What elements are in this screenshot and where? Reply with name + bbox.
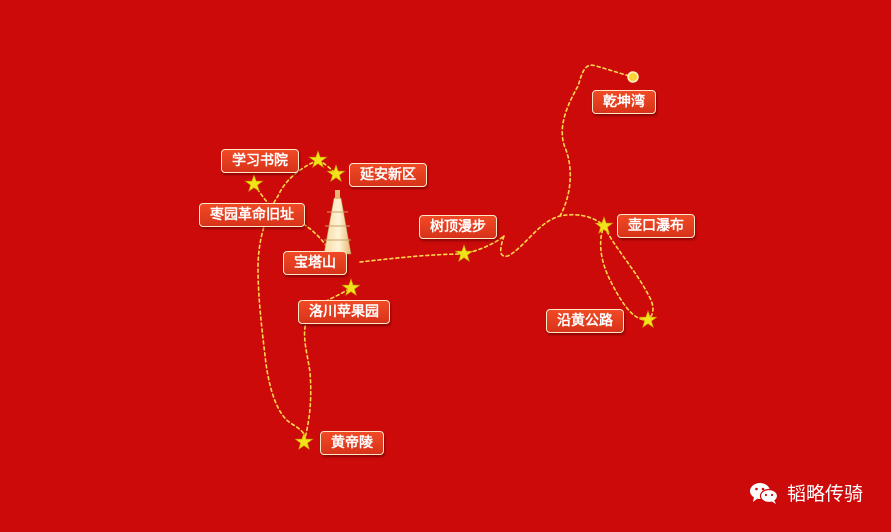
star-yanhuang xyxy=(638,310,658,329)
route-baota-shuding xyxy=(359,235,505,263)
baota-pagoda xyxy=(323,190,352,255)
label-qiankunwan: 乾坤湾 xyxy=(592,90,656,114)
route-east-loop xyxy=(599,225,654,321)
route-west-inner xyxy=(303,287,351,443)
star-hukou xyxy=(594,216,614,235)
star-luochuan xyxy=(341,278,361,297)
route-west xyxy=(257,159,319,443)
star-zaoyuan xyxy=(244,174,264,193)
label-hukou: 壶口瀑布 xyxy=(617,214,695,238)
route-shuding-hukou xyxy=(499,213,605,258)
label-baotashan: 宝塔山 xyxy=(283,251,347,275)
star-shuding xyxy=(454,244,474,263)
label-luochuan: 洛川苹果园 xyxy=(298,300,390,324)
star-huangdiling xyxy=(294,432,314,451)
label-yanhuang: 沿黄公路 xyxy=(546,309,624,333)
route-north xyxy=(559,64,634,217)
watermark: 韬略传骑 xyxy=(749,479,863,506)
watermark-text: 韬略传骑 xyxy=(786,483,863,505)
label-xuexi-shuyuan: 学习书院 xyxy=(221,149,299,173)
wechat-icon xyxy=(749,482,779,504)
label-shuding: 树顶漫步 xyxy=(419,215,497,239)
star-xinqu xyxy=(326,164,346,183)
label-huangdiling: 黄帝陵 xyxy=(320,431,384,455)
endpoint-dot xyxy=(627,71,639,83)
label-zaoyuan: 枣园革命旧址 xyxy=(199,203,305,227)
star-xuexi xyxy=(308,150,328,169)
label-yanan-xinqu: 延安新区 xyxy=(349,163,427,187)
